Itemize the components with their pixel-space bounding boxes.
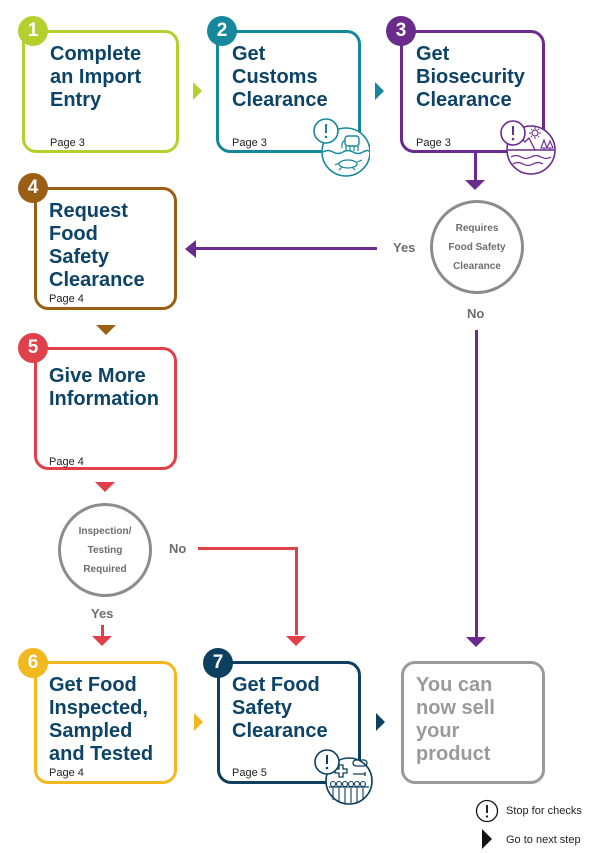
health-medicine-icon: [314, 749, 373, 805]
step-3-box[interactable]: Get Biosecurity Clearance Page 3: [400, 30, 545, 153]
final-box[interactable]: You can now sell your product: [401, 661, 545, 784]
step-5-title: Give More Information: [49, 365, 159, 410]
exclamation-icon: [475, 799, 499, 823]
step-4-box[interactable]: Request Food Safety Clearance Page 4: [34, 187, 177, 310]
step-6-title: Get Food Inspected, Sampled and Tested: [49, 674, 154, 765]
arrow-step1-to-step2: [193, 82, 202, 100]
connector-no-to-final: [475, 330, 478, 638]
next-arrow-icon: [482, 829, 492, 849]
connector-step3-down: [474, 150, 477, 180]
biosecurity-landscape-icon: [500, 120, 556, 175]
connector-yes-to-step6: [101, 625, 104, 637]
step-1-title: Complete an Import Entry: [50, 43, 142, 111]
step-1-page: Page 3: [50, 137, 85, 149]
step-7-page: Page 5: [232, 767, 267, 779]
legend-go-to-next-step: Go to next step: [506, 834, 581, 846]
decision-requires-food-safety-clearance: Requires Food Safety Clearance: [430, 200, 524, 294]
connector-no-to-step7-v: [295, 547, 298, 635]
decision-inspection-testing-required: Inspection/ Testing Required: [58, 503, 152, 597]
legend-stop-for-checks: Stop for checks: [506, 805, 582, 817]
step-3-page: Page 3: [416, 137, 451, 149]
decision-1-no-label: No: [467, 306, 485, 321]
step-5-badge: 5: [18, 333, 48, 363]
decision-1-text: Requires Food Safety Clearance: [448, 222, 506, 272]
step-7-title: Get Food Safety Clearance: [232, 674, 328, 742]
arrow-no-to-final: [466, 637, 486, 647]
step-2-title: Get Customs Clearance: [232, 43, 328, 111]
arrow-step3-to-decision1: [465, 180, 485, 190]
step-3-badge: 3: [386, 16, 416, 46]
step-4-title: Request Food Safety Clearance: [49, 200, 145, 291]
connector-yes-to-step4: [195, 247, 377, 250]
step-1-badge: 1: [18, 16, 48, 46]
step-5-page: Page 4: [49, 456, 84, 468]
step-6-box[interactable]: Get Food Inspected, Sampled and Tested P…: [34, 661, 177, 784]
step-1-box[interactable]: Complete an Import Entry Page 3: [22, 30, 179, 153]
arrow-step2-to-step3: [375, 82, 384, 100]
step-6-page: Page 4: [49, 767, 84, 779]
connector-no-to-step7-h: [198, 547, 297, 550]
arrow-no-to-step7: [286, 636, 306, 646]
arrow-step7-to-final: [376, 713, 385, 731]
step-5-box[interactable]: Give More Information Page 4: [34, 347, 177, 470]
decision-1-yes-label: Yes: [393, 240, 416, 255]
step-4-badge: 4: [18, 173, 48, 203]
arrow-step4-to-step5: [96, 325, 116, 335]
decision-2-text: Inspection/ Testing Required: [78, 525, 132, 575]
step-3-title: Get Biosecurity Clearance: [416, 43, 525, 111]
decision-2-no-label: No: [169, 541, 187, 556]
arrow-yes-to-step6: [92, 636, 112, 646]
arrow-yes-to-step4: [185, 240, 196, 258]
arrow-step6-to-step7: [194, 713, 203, 731]
step-7-badge: 7: [203, 648, 233, 678]
step-4-page: Page 4: [49, 293, 84, 305]
step-2-badge: 2: [207, 16, 237, 46]
customs-wildlife-icon: [313, 118, 370, 177]
decision-2-yes-label: Yes: [91, 606, 114, 621]
step-6-badge: 6: [18, 648, 48, 678]
arrow-step5-to-decision2: [95, 482, 115, 492]
step-2-page: Page 3: [232, 137, 267, 149]
final-title: You can now sell your product: [416, 674, 495, 765]
